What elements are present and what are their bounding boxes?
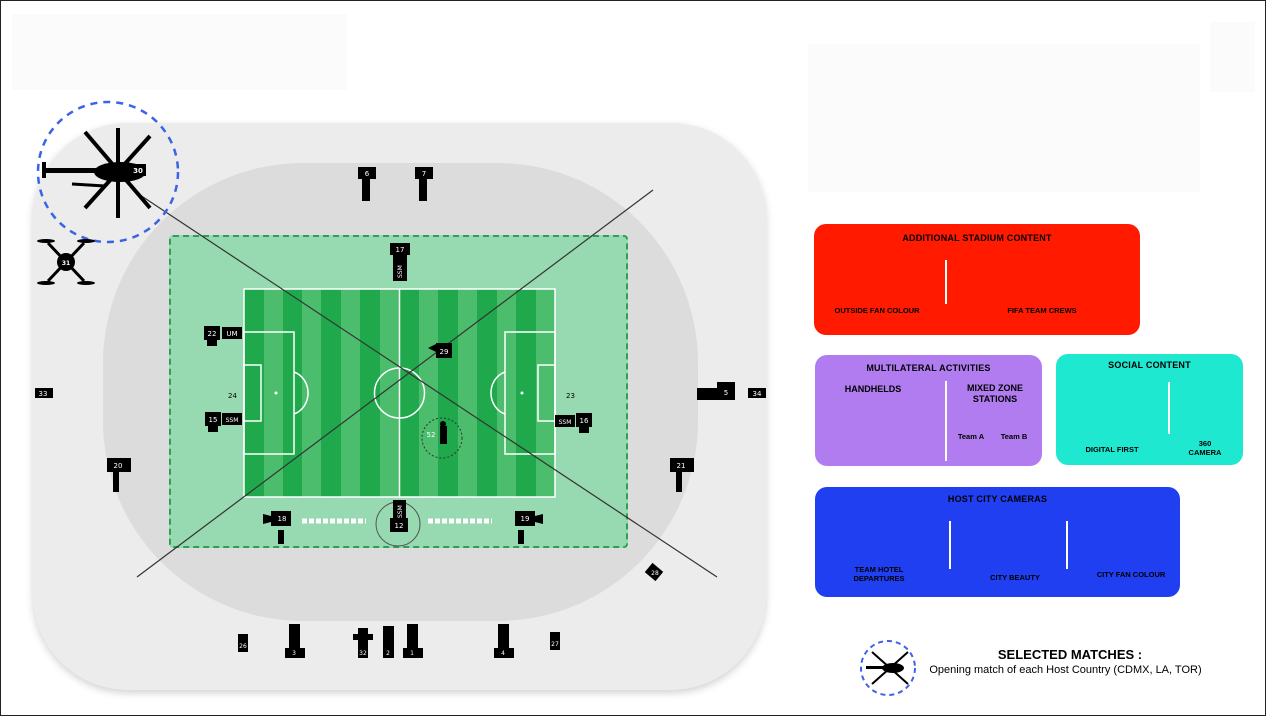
panel-title: ADDITIONAL STADIUM CONTENT xyxy=(902,233,1052,243)
cam-label: 34 xyxy=(753,390,762,398)
camera-22-icon xyxy=(204,326,242,346)
outside-fan-label: OUTSIDE FAN COLOUR xyxy=(834,306,920,315)
fifa-crews-label: FIFA TEAM CREWS xyxy=(1007,306,1077,315)
cam-label: 33 xyxy=(39,390,48,398)
camera-5-icon xyxy=(697,382,735,400)
cam-label: 31 xyxy=(62,260,70,267)
cam-label: 15 xyxy=(209,416,218,424)
panel-title: HOST CITY CAMERAS xyxy=(947,494,1048,504)
cam-label: 32 xyxy=(359,650,367,657)
camera-4-icon xyxy=(494,624,514,658)
cam-label: 17 xyxy=(396,246,405,254)
cam-label: 22 xyxy=(208,330,217,338)
camera-7-icon xyxy=(415,167,433,201)
camera-26-icon xyxy=(238,634,248,652)
camera-1-icon xyxy=(403,624,423,658)
cam-label: 3 xyxy=(292,650,296,657)
camera-34-icon xyxy=(748,388,766,398)
cam-label: 30 xyxy=(133,167,143,175)
mixed-zone-label: MIXED ZONE STATIONS xyxy=(966,383,1023,404)
divider xyxy=(945,260,947,304)
cam-label: 12 xyxy=(395,522,404,530)
cam-label: 2 xyxy=(386,650,390,657)
camera-3-icon xyxy=(285,624,305,658)
camera-line-b xyxy=(136,189,654,578)
cam-label: 24 xyxy=(228,392,237,400)
handhelds-label: HANDHELDS xyxy=(844,384,902,394)
cam-label: 16 xyxy=(580,417,589,425)
camera-28-icon xyxy=(644,562,664,582)
camera-19-icon xyxy=(515,511,543,544)
cam-label: 29 xyxy=(440,348,449,356)
host-city-panel: HOST CITY CAMERAS TEAM HOTEL DEPARTURES … xyxy=(815,487,1180,597)
camera-52-icon xyxy=(440,421,447,444)
ssm-label: SSM xyxy=(226,417,239,424)
ssm-label: SSM xyxy=(397,265,404,278)
faded-header-right xyxy=(808,44,1200,192)
camera-27-icon xyxy=(550,632,560,650)
camera-21-icon xyxy=(670,458,694,492)
city-fan-label: CITY FAN COLOUR xyxy=(1096,570,1166,579)
faded-logo xyxy=(1210,22,1255,92)
camera-line-a xyxy=(136,192,718,578)
multilateral-panel: MULTILATERAL ACTIVITIES HANDHELDS MIXED … xyxy=(815,355,1042,466)
helicopter-icon xyxy=(36,100,180,244)
cam-label: 18 xyxy=(278,515,287,523)
camera-29-icon xyxy=(428,343,452,358)
cam-label: 7 xyxy=(422,170,426,178)
camera-12-icon xyxy=(390,500,408,532)
social-content-panel: SOCIAL CONTENT DIGITAL FIRST 360 CAMERA xyxy=(1056,354,1243,465)
digital-first-label: DIGITAL FIRST xyxy=(1085,445,1139,454)
cam-label: 26 xyxy=(239,643,247,650)
camera-2-icon xyxy=(383,626,394,658)
camera-15-icon xyxy=(205,412,242,432)
cam-label: 52 xyxy=(427,431,436,439)
um-label: UM xyxy=(226,330,237,338)
additional-content-panel: ADDITIONAL STADIUM CONTENT OUTSIDE FAN C… xyxy=(814,224,1140,335)
cam-label: 1 xyxy=(410,650,414,657)
faded-header-left xyxy=(12,14,347,90)
legend-title: SELECTED MATCHES : xyxy=(997,647,1143,662)
camera-18-icon xyxy=(263,511,291,544)
football-pitch xyxy=(243,288,556,498)
cam-label: 23 xyxy=(566,392,575,400)
divider xyxy=(949,521,951,569)
camera-16-icon xyxy=(555,413,592,433)
divider xyxy=(1066,521,1068,569)
cam-label: 19 xyxy=(521,515,530,523)
legend-helicopter-icon xyxy=(860,640,916,696)
cam-label: 6 xyxy=(365,170,370,178)
camera-6-icon xyxy=(358,167,376,201)
cam-label: 21 xyxy=(677,462,686,470)
camera-32-icon xyxy=(353,628,373,658)
legend-text: Opening match of each Host Country (CDMX… xyxy=(929,664,1202,676)
city-beauty-label: CITY BEAUTY xyxy=(990,573,1040,582)
cam-label: 20 xyxy=(114,462,123,470)
camera-33-icon xyxy=(35,388,53,398)
divider xyxy=(945,381,947,461)
camera-360-label: 360 CAMERA xyxy=(1188,439,1222,457)
cam-label: 27 xyxy=(551,641,559,648)
ssm-label: SSM xyxy=(397,505,404,518)
divider xyxy=(1168,382,1170,434)
cam52-circle xyxy=(421,417,463,459)
panel-title: MULTILATERAL ACTIVITIES xyxy=(866,363,991,373)
team-b-label: Team B xyxy=(1000,432,1028,441)
drone-icon xyxy=(37,239,95,285)
ssm-label: SSM xyxy=(559,419,572,426)
cam-label: 5 xyxy=(724,389,728,397)
team-hotel-label: TEAM HOTEL DEPARTURES xyxy=(853,565,905,583)
panel-title: SOCIAL CONTENT xyxy=(1108,360,1191,370)
camera-17-icon xyxy=(390,243,410,281)
team-a-label: Team A xyxy=(957,432,985,441)
cam-label: 4 xyxy=(501,650,505,657)
camera-20-icon xyxy=(107,458,131,492)
cam-label: 28 xyxy=(651,570,659,577)
